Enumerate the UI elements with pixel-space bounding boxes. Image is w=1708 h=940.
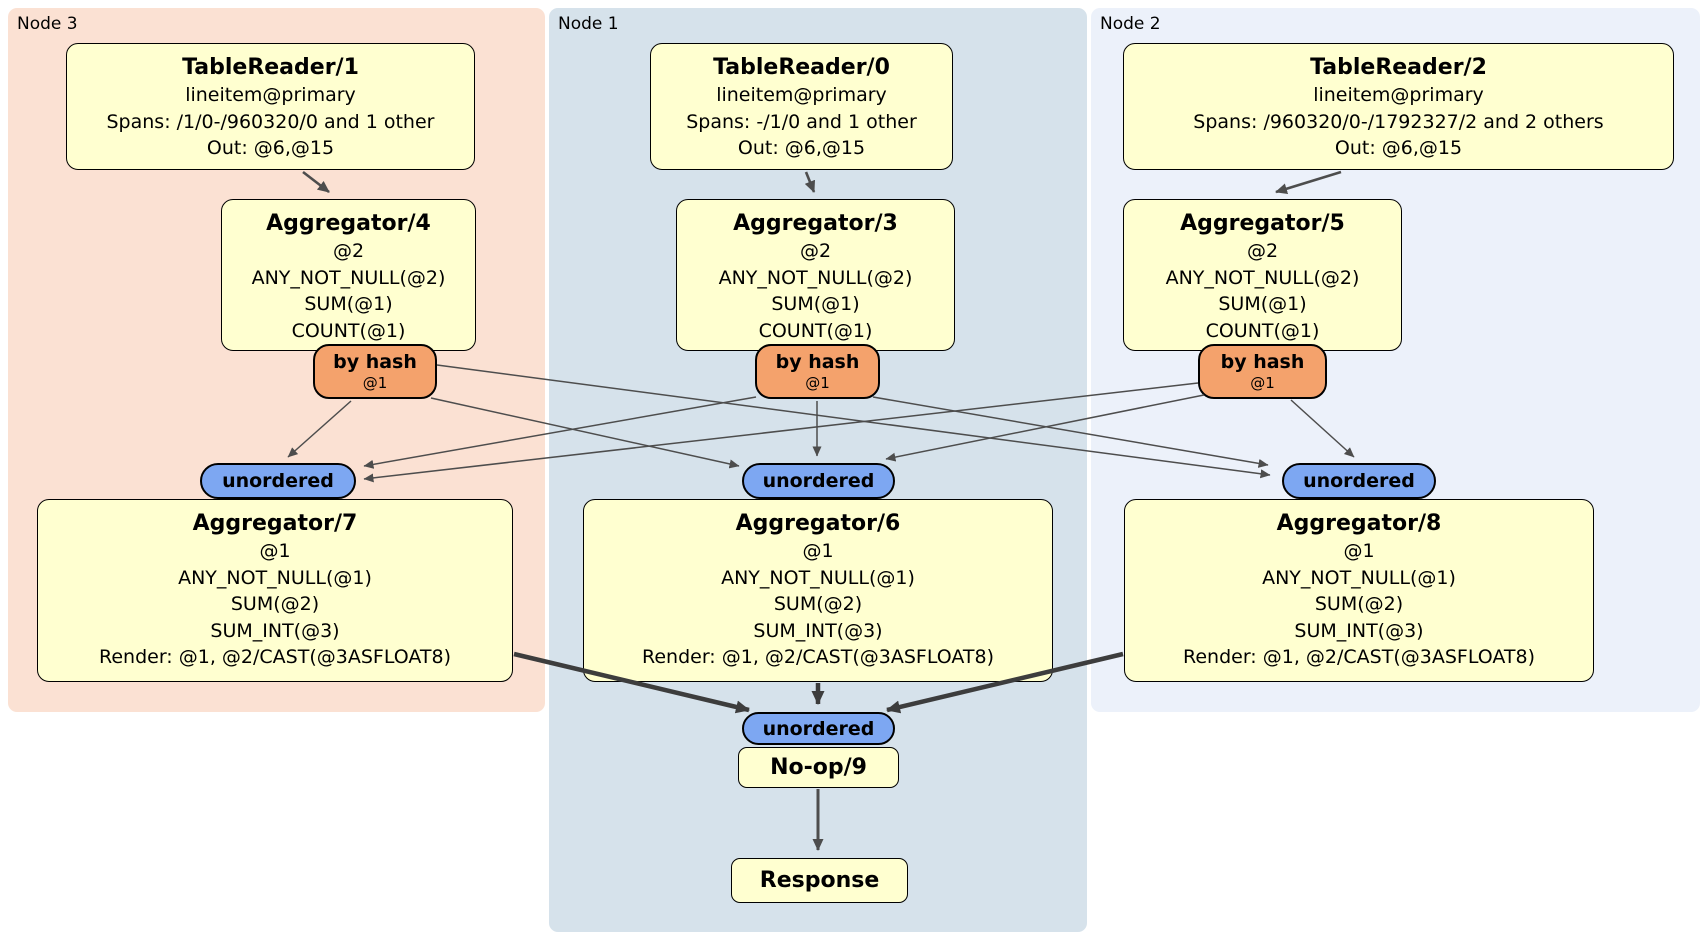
processor-detail: SUM(@1) [304, 293, 393, 315]
processor-detail: Out: @6,@15 [1334, 137, 1463, 159]
processor-title: Aggregator/5 [1180, 211, 1345, 236]
router-label: by hash [333, 351, 417, 373]
processor-noop-9: No-op/9 [738, 747, 899, 788]
processor-detail: Spans: -/1/0 and 1 other [686, 110, 917, 133]
router-key: @1 [362, 374, 388, 392]
stream-unordered-node3: unordered [200, 463, 356, 499]
processor-title: Aggregator/7 [192, 511, 358, 536]
processor-aggregator-6: Aggregator/6 @1 ANY_NOT_NULL(@1) SUM(@2)… [583, 499, 1053, 682]
processor-tablereader-2: TableReader/2 lineitem@primary Spans: /9… [1123, 43, 1674, 170]
processor-detail: Out: @6,@15 [737, 137, 866, 159]
processor-title: Response [759, 868, 880, 893]
processor-title: TableReader/1 [182, 55, 359, 80]
stream-unordered-node2: unordered [1282, 463, 1436, 499]
processor-detail: lineitem@primary [185, 84, 356, 106]
router-key: @1 [805, 374, 830, 392]
processor-detail: ANY_NOT_NULL(@1) [1262, 566, 1456, 589]
processor-detail: COUNT(@1) [758, 319, 873, 342]
processor-detail: Spans: /960320/0-/1792327/2 and 2 others [1193, 110, 1604, 133]
router-label: by hash [775, 351, 860, 373]
processor-detail: ANY_NOT_NULL(@2) [718, 266, 913, 289]
processor-detail: Render: @1, @2/CAST(@3ASFLOAT8) [1183, 646, 1535, 668]
stream-label: unordered [1303, 470, 1415, 492]
processor-title: Aggregator/3 [733, 211, 898, 236]
processor-title: Aggregator/6 [735, 511, 901, 536]
processor-title: Aggregator/4 [266, 211, 431, 236]
processor-detail: Render: @1, @2/CAST(@3ASFLOAT8) [99, 646, 451, 668]
processor-title: TableReader/2 [1310, 55, 1487, 80]
router-by-hash-node2: by hash @1 [1198, 344, 1327, 399]
processor-detail: @1 [802, 540, 834, 562]
panel-node-3-label: Node 3 [17, 14, 78, 34]
processor-detail: COUNT(@1) [291, 319, 406, 342]
processor-detail: @2 [1246, 240, 1279, 262]
processor-detail: lineitem@primary [716, 84, 887, 106]
panel-node-2-label: Node 2 [1100, 14, 1161, 34]
router-by-hash-node1: by hash @1 [755, 344, 880, 399]
processor-detail: Out: @6,@15 [206, 137, 335, 159]
stream-label: unordered [762, 717, 875, 740]
stream-label: unordered [222, 470, 334, 492]
processor-detail: ANY_NOT_NULL(@2) [1165, 266, 1360, 289]
processor-tablereader-0: TableReader/0 lineitem@primary Spans: -/… [650, 43, 953, 170]
stream-label: unordered [762, 470, 875, 492]
router-by-hash-node3: by hash @1 [313, 344, 437, 399]
panel-node-1-label: Node 1 [558, 14, 619, 34]
processor-detail: COUNT(@1) [1205, 319, 1320, 342]
processor-tablereader-1: TableReader/1 lineitem@primary Spans: /1… [66, 43, 475, 170]
processor-response: Response [731, 858, 908, 903]
processor-detail: SUM(@1) [771, 293, 860, 315]
processor-detail: SUM(@1) [1218, 293, 1307, 315]
processor-aggregator-3: Aggregator/3 @2 ANY_NOT_NULL(@2) SUM(@1)… [676, 199, 955, 351]
processor-aggregator-4: Aggregator/4 @2 ANY_NOT_NULL(@2) SUM(@1)… [221, 199, 476, 351]
processor-detail: lineitem@primary [1313, 84, 1484, 106]
router-label: by hash [1220, 351, 1305, 373]
stream-unordered-final: unordered [742, 712, 895, 745]
processor-detail: @2 [799, 240, 832, 262]
processor-detail: SUM(@2) [773, 593, 863, 615]
processor-detail: Render: @1, @2/CAST(@3ASFLOAT8) [642, 646, 994, 668]
processor-title: TableReader/0 [713, 55, 890, 80]
processor-detail: SUM_INT(@3) [1294, 619, 1424, 642]
processor-detail: SUM(@2) [230, 593, 320, 615]
processor-detail: @1 [1343, 540, 1375, 562]
processor-aggregator-5: Aggregator/5 @2 ANY_NOT_NULL(@2) SUM(@1)… [1123, 199, 1402, 351]
processor-detail: ANY_NOT_NULL(@2) [251, 266, 446, 289]
stream-unordered-node1: unordered [742, 463, 895, 499]
processor-aggregator-8: Aggregator/8 @1 ANY_NOT_NULL(@1) SUM(@2)… [1124, 499, 1594, 682]
processor-detail: @1 [259, 540, 291, 562]
processor-detail: SUM_INT(@3) [753, 619, 883, 642]
processor-detail: SUM(@2) [1314, 593, 1404, 615]
processor-detail: ANY_NOT_NULL(@1) [721, 566, 915, 589]
processor-title: Aggregator/8 [1276, 511, 1442, 536]
router-key: @1 [1250, 374, 1275, 392]
processor-detail: SUM_INT(@3) [210, 619, 340, 642]
processor-title: No-op/9 [770, 755, 867, 780]
processor-detail: @2 [332, 240, 365, 262]
processor-detail: Spans: /1/0-/960320/0 and 1 other [106, 110, 435, 133]
processor-aggregator-7: Aggregator/7 @1 ANY_NOT_NULL(@1) SUM(@2)… [37, 499, 513, 682]
processor-detail: ANY_NOT_NULL(@1) [178, 566, 372, 589]
